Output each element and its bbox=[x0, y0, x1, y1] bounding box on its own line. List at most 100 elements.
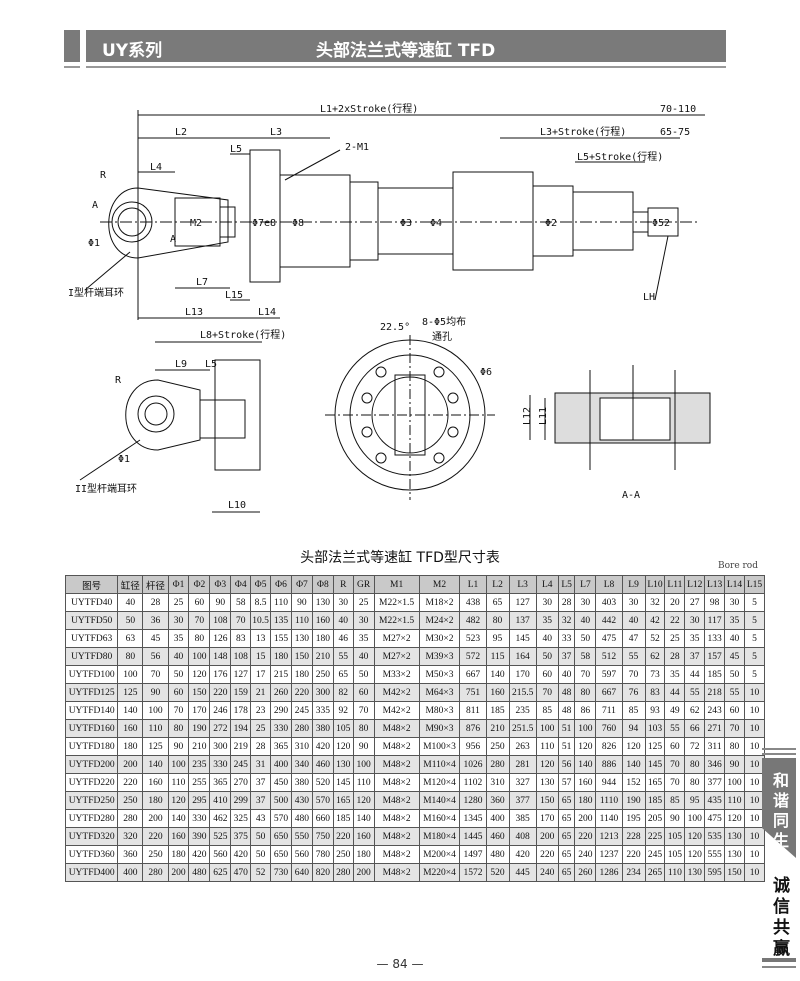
table-cell: 572 bbox=[459, 647, 487, 666]
table-cell: 555 bbox=[704, 845, 726, 864]
table-cell: 520 bbox=[311, 773, 334, 792]
table-cell: 45 bbox=[142, 629, 169, 648]
table-cell: 85 bbox=[535, 701, 559, 720]
table-cell: 27 bbox=[684, 593, 706, 612]
table-cell: 330 bbox=[209, 755, 232, 774]
table-cell: M24×2 bbox=[418, 611, 461, 630]
table-cell: 435 bbox=[704, 791, 726, 810]
dim-tail-range2: 65-75 bbox=[660, 127, 690, 138]
dim-tail-range: 70-110 bbox=[660, 104, 696, 115]
table-cell: 42 bbox=[644, 611, 666, 630]
table-cell: 28 bbox=[557, 593, 576, 612]
table-cell: 876 bbox=[459, 719, 487, 738]
model-cell: UYTFD180 bbox=[64, 737, 119, 756]
dim-l15: L15 bbox=[225, 290, 243, 301]
table-cell: 30 bbox=[535, 593, 559, 612]
model-cell: UYTFD250 bbox=[64, 791, 119, 810]
table-cell: 100 bbox=[117, 665, 144, 684]
table-cell: 160 bbox=[311, 611, 334, 630]
table-cell: 245 bbox=[290, 701, 313, 720]
table-cell: 597 bbox=[595, 665, 623, 684]
table-cell: 65 bbox=[557, 791, 576, 810]
table-cell: 44 bbox=[684, 665, 706, 684]
table-cell: 86 bbox=[574, 701, 597, 720]
table-cell: 47 bbox=[621, 629, 646, 648]
table-cell: 130 bbox=[724, 845, 745, 864]
table-cell: 63 bbox=[117, 629, 144, 648]
table-cell: 103 bbox=[644, 719, 666, 738]
table-cell: 130 bbox=[332, 755, 354, 774]
table-cell: 35 bbox=[724, 611, 745, 630]
table-cell: 98 bbox=[704, 593, 726, 612]
table-cell: 44 bbox=[664, 683, 686, 702]
table-cell: M64×3 bbox=[418, 683, 461, 702]
table-cell: 130 bbox=[290, 629, 313, 648]
table-cell: 36 bbox=[142, 611, 169, 630]
table-cell: 70 bbox=[664, 773, 686, 792]
column-header: L4 bbox=[535, 575, 559, 594]
model-cell: UYTFD125 bbox=[64, 683, 119, 702]
table-cell: 251.5 bbox=[508, 719, 537, 738]
table-cell: 165 bbox=[332, 791, 354, 810]
table-cell: 70 bbox=[188, 611, 211, 630]
table-cell: 72 bbox=[684, 737, 706, 756]
table-cell: M42×2 bbox=[373, 701, 420, 720]
table-cell: 37 bbox=[250, 791, 272, 810]
column-header: L1 bbox=[459, 575, 487, 594]
table-cell: 1572 bbox=[459, 863, 487, 882]
table-cell: 110 bbox=[352, 773, 375, 792]
table-cell: M48×2 bbox=[373, 863, 420, 882]
table-cell: 55 bbox=[621, 647, 646, 666]
table-cell: 180 bbox=[270, 647, 292, 666]
model-cell: UYTFD220 bbox=[64, 773, 119, 792]
side-flag: 和谐同生 bbox=[762, 758, 796, 858]
table-cell: 299 bbox=[230, 791, 252, 810]
section-view bbox=[529, 365, 711, 470]
table-cell: 200 bbox=[352, 863, 375, 882]
table-cell: 140 bbox=[621, 755, 646, 774]
table-cell: M27×2 bbox=[373, 629, 420, 648]
table-cell: 640 bbox=[290, 863, 313, 882]
table-cell: 80 bbox=[684, 773, 706, 792]
table-cell: 311 bbox=[704, 737, 726, 756]
table-cell: M50×3 bbox=[418, 665, 461, 684]
table-cell: 76 bbox=[621, 683, 646, 702]
table-cell: 56 bbox=[557, 755, 576, 774]
table-cell: 667 bbox=[595, 683, 623, 702]
dim-l3-stroke: L3+Stroke(行程) bbox=[540, 125, 626, 138]
table-cell: 120 bbox=[684, 827, 706, 846]
side-banner: 和谐同生 诚信共赢 bbox=[762, 748, 796, 968]
table-cell: 335 bbox=[311, 701, 334, 720]
table-cell: 65 bbox=[332, 665, 354, 684]
table-cell: 210 bbox=[188, 737, 211, 756]
table-cell: M48×2 bbox=[373, 809, 420, 828]
table-cell: 50 bbox=[250, 845, 272, 864]
table-cell: 250 bbox=[332, 845, 354, 864]
table-cell: 250 bbox=[311, 665, 334, 684]
dim-l13: L13 bbox=[185, 307, 203, 318]
table-cell: 250 bbox=[485, 737, 510, 756]
table-cell: 152 bbox=[621, 773, 646, 792]
table-cell: 20 bbox=[664, 593, 686, 612]
table-cell: 185 bbox=[704, 665, 726, 684]
table-cell: 220 bbox=[117, 773, 144, 792]
table-cell: 180 bbox=[167, 845, 190, 864]
table-cell: 1110 bbox=[595, 791, 623, 810]
table-cell: 271 bbox=[704, 719, 726, 738]
table-cell: M48×2 bbox=[373, 773, 420, 792]
table-cell: 330 bbox=[188, 809, 211, 828]
table-cell: 190 bbox=[621, 791, 646, 810]
table-cell: 48 bbox=[557, 701, 576, 720]
table-cell: 130 bbox=[311, 593, 334, 612]
table-cell: 482 bbox=[459, 611, 487, 630]
table-cell: 176 bbox=[209, 665, 232, 684]
table-cell: 420 bbox=[508, 845, 537, 864]
table-cell: 60 bbox=[724, 701, 745, 720]
table-cell: 246 bbox=[209, 701, 232, 720]
table-cell: 40 bbox=[724, 629, 745, 648]
table-cell: 120 bbox=[167, 791, 190, 810]
table-cell: M160×4 bbox=[418, 809, 461, 828]
